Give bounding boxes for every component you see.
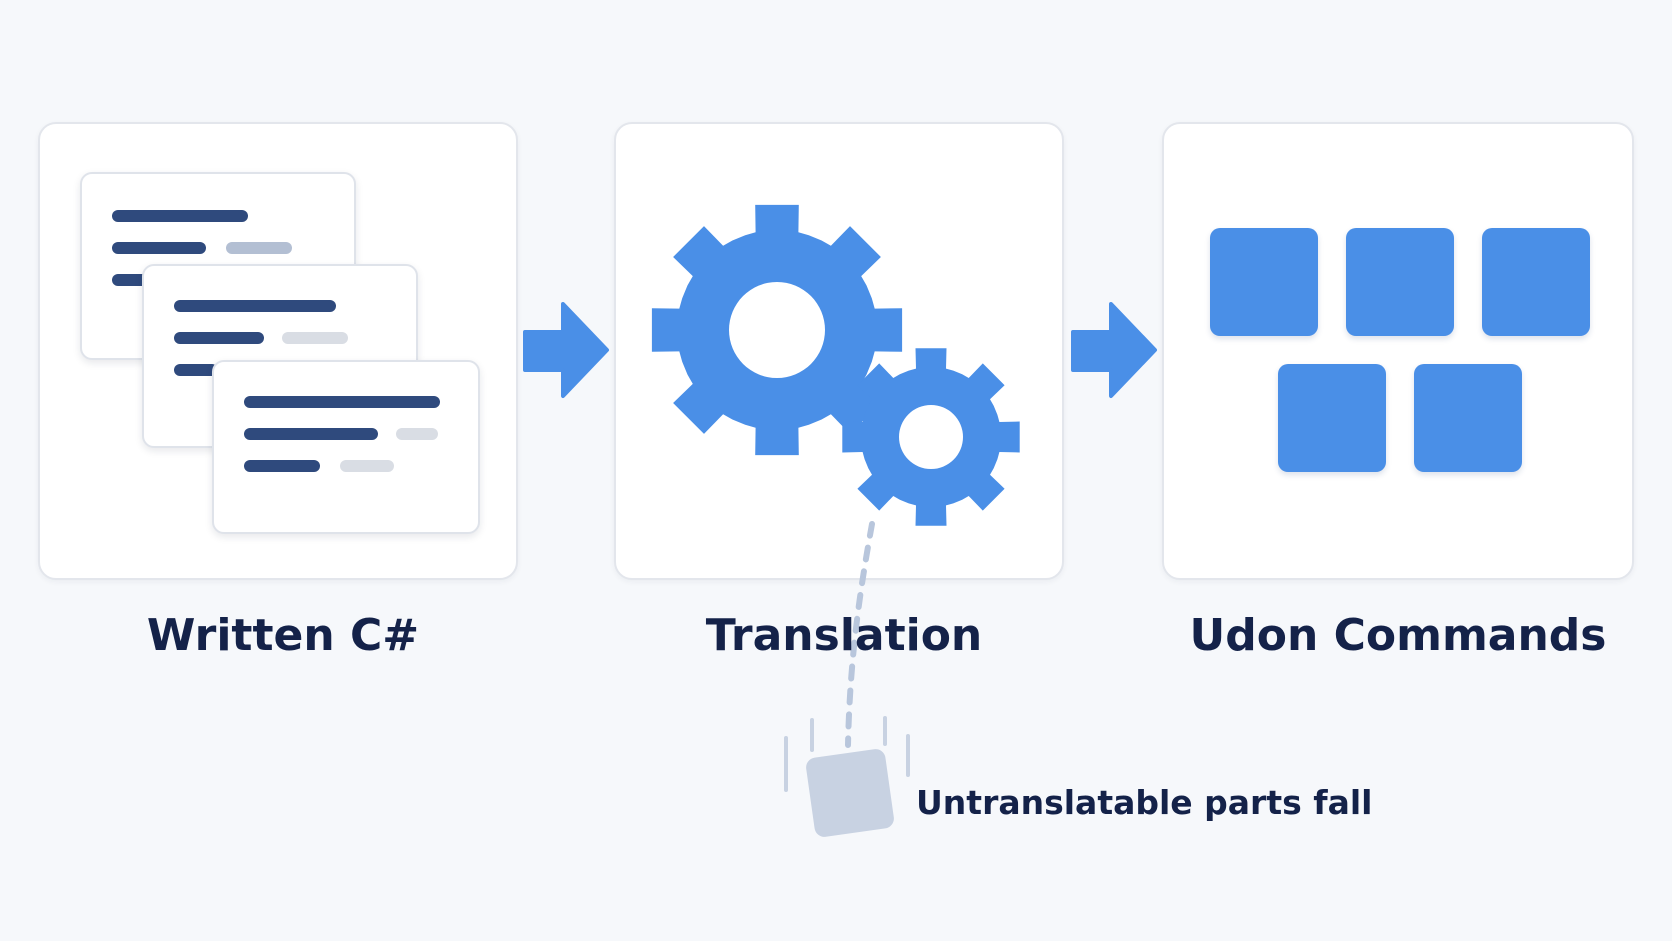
falling-trail-line — [845, 521, 875, 748]
arrow-right-icon — [1071, 302, 1157, 398]
udon-command-block — [1414, 364, 1522, 472]
stage-label-udon-commands: Udon Commands — [1189, 610, 1607, 661]
udon-command-block — [1278, 364, 1386, 472]
udon-commands-panel — [1162, 122, 1634, 580]
udon-command-block — [1210, 228, 1318, 336]
code-document-front — [212, 360, 480, 534]
udon-command-block — [1346, 228, 1454, 336]
code-line — [244, 460, 320, 472]
code-line — [282, 332, 348, 344]
large-gear-icon — [651, 204, 903, 456]
untranslatable-caption: Untranslatable parts fall — [916, 783, 1373, 822]
code-line — [174, 364, 218, 376]
arrow-right-icon — [523, 302, 609, 398]
stage-label-written-csharp: Written C# — [146, 610, 420, 661]
gears-icon — [651, 204, 1020, 526]
code-line — [112, 242, 206, 254]
code-line — [244, 428, 378, 440]
code-line — [396, 428, 438, 440]
code-line — [174, 300, 336, 312]
udon-command-block — [1482, 228, 1590, 336]
code-line — [340, 460, 394, 472]
code-line — [112, 210, 248, 222]
code-line — [174, 332, 264, 344]
stage-label-translation: Translation — [705, 610, 983, 661]
code-line — [244, 396, 440, 408]
written-csharp-panel — [38, 122, 518, 580]
motion-lines-icon — [784, 716, 910, 792]
small-gear-icon — [842, 348, 1020, 526]
untranslatable-block-icon — [806, 749, 894, 837]
code-line — [226, 242, 292, 254]
